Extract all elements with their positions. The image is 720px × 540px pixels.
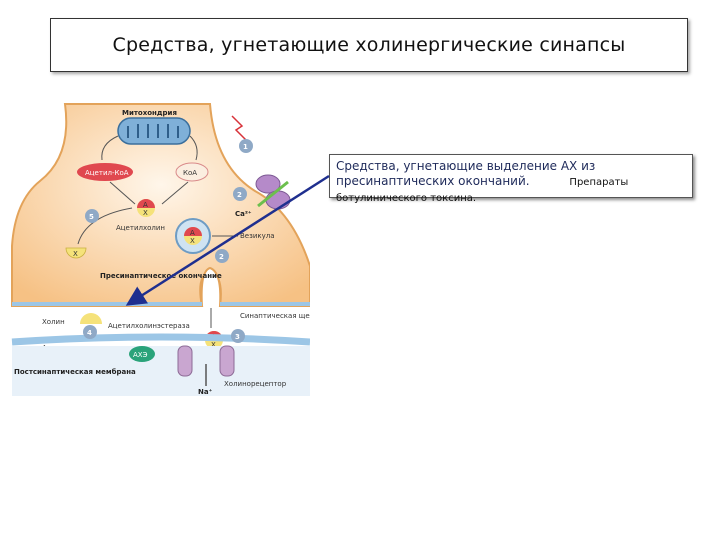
cleft-label: Синаптическая щель [240, 312, 310, 320]
svg-text:4: 4 [87, 329, 92, 337]
svg-text:3: 3 [235, 333, 240, 341]
cholinoreceptor [177, 345, 235, 386]
callout-box: Средства, угнетающие выделение АХ из пре… [329, 154, 693, 204]
callout-main-text: Средства, угнетающие выделение АХ из пре… [336, 159, 596, 188]
vesicle: А Х [175, 218, 211, 254]
acetylcholine-label: Ацетилхолин [116, 224, 165, 232]
postsynaptic-membrane [11, 333, 310, 346]
acetylcholine-molecule: А Х [137, 199, 155, 217]
vesicle-label: Везикула [240, 232, 275, 240]
svg-text:Х: Х [143, 209, 148, 217]
choline-label: Холин [42, 318, 65, 326]
slide-title: Средства, угнетающие холинергические син… [112, 34, 626, 56]
callout-drug-text: Препараты ботулинического токсина. [336, 177, 629, 204]
postsynaptic-label: Постсинаптическая мембрана [14, 368, 136, 376]
svg-text:Х: Х [211, 341, 216, 349]
sodium-label: Na⁺ [198, 388, 213, 396]
title-box: Средства, угнетающие холинергические син… [50, 18, 688, 72]
postsynaptic-cell [12, 346, 310, 396]
ache-enzyme-label: Ацетилхолинэстераза [108, 322, 190, 330]
choline-in-terminal [65, 247, 87, 259]
choline-blob [80, 313, 102, 324]
ache-label: АХЭ [133, 351, 148, 359]
acetyl-coa-blob [77, 163, 133, 181]
ache-enzyme [129, 346, 155, 362]
coa-label: КоА [183, 169, 197, 177]
step-badges: 1 2 2 3 4 5 [83, 139, 253, 343]
receptor-label: Холинорецептор [224, 380, 287, 388]
svg-text:2: 2 [219, 253, 224, 261]
pointer-arrow [125, 174, 330, 306]
mitochondria: Митохондрия [117, 109, 191, 145]
action-potential-icon [231, 115, 247, 141]
svg-text:5: 5 [89, 213, 94, 221]
presynaptic-label: Пресинаптическое окончание [100, 272, 222, 280]
svg-text:2: 2 [237, 191, 242, 199]
svg-text:1: 1 [243, 143, 248, 151]
svg-text:Х: Х [73, 250, 78, 258]
coa-blob [175, 162, 209, 182]
mitochondria-label: Митохондрия [122, 109, 177, 117]
svg-text:Х: Х [190, 237, 195, 245]
calcium-label: Ca²⁺ [235, 210, 252, 218]
synapse-diagram: Митохондрия Ацетил-КоА КоА А Х Ацетилхол… [11, 103, 310, 396]
svg-text:А: А [190, 229, 195, 237]
svg-text:А: А [143, 201, 148, 209]
acetyl-coa-label: Ацетил-КоА [85, 169, 129, 177]
